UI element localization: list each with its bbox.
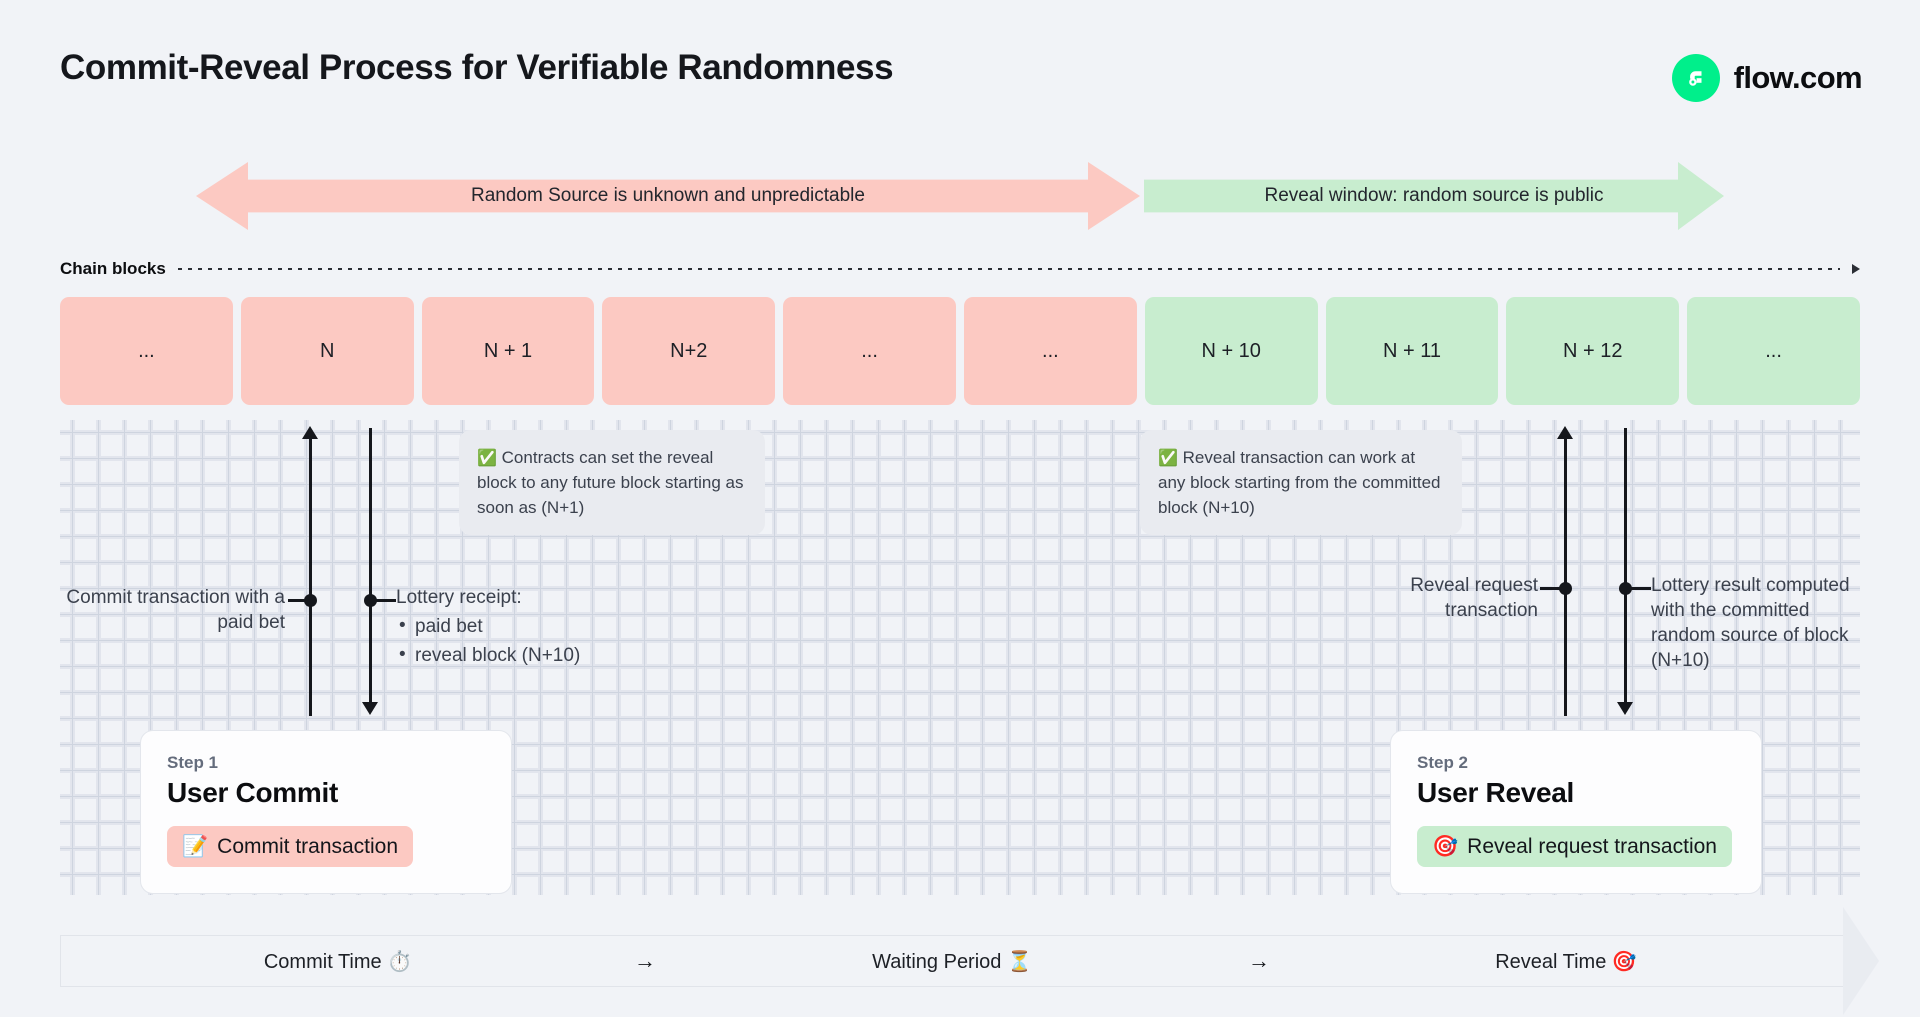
timeline-commit-time-label: Commit Time: [263, 950, 382, 973]
direct-hit-icon: 🎯: [1611, 948, 1637, 973]
annotation-reveal-request: Reveal request transaction: [1410, 575, 1538, 622]
chain-block: N: [240, 297, 414, 405]
chain-block: N + 1: [421, 297, 595, 405]
phase-reveal-label: Reveal window: random source is public: [1264, 185, 1604, 206]
lottery-result-arrowhead-icon: [1617, 702, 1633, 715]
chain-block: N + 12: [1506, 297, 1680, 405]
chain-dotted-line: [177, 268, 1840, 270]
chain-block-label: ...: [861, 339, 878, 362]
commit-tx-arrowhead-icon: [302, 426, 318, 439]
brand-logo: flow.com: [1671, 54, 1863, 102]
chain-block-label: ...: [1042, 339, 1059, 362]
timeline-cell-commit-time: Commit Time ⏱️: [61, 949, 615, 974]
flow-logo-icon: [1671, 54, 1720, 102]
chain-block: ...: [783, 297, 956, 405]
note-commit-block: ✅ Contracts can set the reveal block to …: [459, 430, 765, 536]
timeline-waiting-period-label: Waiting Period: [872, 950, 1002, 973]
chain-block-label: N+2: [670, 339, 708, 362]
step-title: User Commit: [167, 777, 338, 808]
commit-tx-stub: [288, 599, 310, 602]
hourglass-icon: ⏳: [1006, 948, 1032, 973]
note-reveal-text: Reveal transaction can work at any block…: [1158, 448, 1441, 518]
annotation-commit-transaction: Commit transaction with a paid bet: [66, 587, 285, 634]
commit-transaction-pill-label: Commit transaction: [217, 834, 399, 858]
timeline-arrow-tip-icon: [1843, 907, 1879, 1015]
bottom-timeline: Commit Time ⏱️ → Waiting Period ⏳ → Reve…: [60, 935, 1844, 987]
chain-blocks-header: Chain blocks: [60, 259, 1860, 279]
page-title: Commit-Reveal Process for Verifiable Ran…: [60, 48, 894, 87]
commit-transaction-pill[interactable]: 📝 Commit transaction: [167, 826, 414, 867]
timeline-cell-waiting-period: Waiting Period ⏳: [675, 949, 1229, 974]
chain-block: ...: [963, 297, 1137, 405]
step-card-user-commit: Step 1 User Commit 📝 Commit transaction: [140, 730, 512, 894]
reveal-request-dot: [1559, 582, 1572, 595]
reveal-request-transaction-pill[interactable]: 🎯 Reveal request transaction: [1417, 826, 1732, 867]
chain-block: ...: [60, 297, 233, 405]
phase-reveal-arrow: Reveal window: random source is public: [1144, 162, 1724, 230]
phase-unknown-label: Random Source is unknown and unpredictab…: [471, 185, 865, 206]
lottery-result-line: [1624, 428, 1627, 706]
note-reveal-block: ✅ Reveal transaction can work at any blo…: [1140, 430, 1462, 536]
timeline-separator-2: →: [1248, 948, 1270, 973]
chain-block: N+2: [602, 297, 776, 405]
chain-block-label: N + 1: [483, 339, 533, 362]
chain-block-label: N + 11: [1382, 339, 1441, 362]
chain-block-label: ...: [138, 339, 155, 362]
chain-block-label: N + 12: [1563, 339, 1623, 362]
chain-blocks-label: Chain blocks: [60, 259, 166, 278]
annotation-lottery-result: Lottery result computed with the committ…: [1651, 575, 1850, 672]
chain-block: N + 10: [1144, 297, 1318, 405]
commit-tx-line: [309, 438, 312, 716]
stopwatch-icon: ⏱️: [387, 948, 413, 973]
timeline-separator-1: →: [634, 948, 656, 973]
step-label: Step 2: [1417, 753, 1469, 772]
reveal-request-arrowhead-icon: [1557, 426, 1573, 439]
reveal-request-line: [1564, 438, 1567, 716]
step-label: Step 1: [167, 753, 219, 772]
chain-block: N + 11: [1325, 297, 1499, 405]
lottery-receipt-list: paid bet reveal block (N+10): [396, 613, 696, 668]
commit-tx-dot: [304, 594, 317, 607]
lottery-receipt-arrowhead-icon: [362, 702, 378, 715]
check-mark-icon: ✅: [477, 448, 497, 467]
list-item: reveal block (N+10): [396, 642, 696, 668]
reveal-request-transaction-pill-label: Reveal request transaction: [1467, 834, 1717, 858]
note-commit-text: Contracts can set the reveal block to an…: [477, 448, 744, 518]
timeline-reveal-time-label: Reveal Time: [1495, 950, 1607, 973]
chain-block-label: N + 10: [1201, 339, 1261, 362]
brand-name: flow.com: [1733, 60, 1863, 95]
check-mark-icon: ✅: [1158, 448, 1178, 467]
chain-block-label: ...: [1765, 339, 1782, 362]
list-item: paid bet: [396, 613, 696, 639]
step-card-user-reveal: Step 2 User Reveal 🎯 Reveal request tran…: [1390, 730, 1762, 894]
phase-band: Random Source is unknown and unpredictab…: [0, 162, 1920, 230]
lottery-receipt-line: [369, 428, 372, 706]
chain-arrow-icon: [1852, 264, 1860, 274]
lottery-receipt-title: Lottery receipt:: [396, 587, 522, 608]
chain-block-label: N: [319, 339, 335, 362]
reveal-request-stub: [1540, 587, 1564, 590]
chain-block: ...: [1687, 297, 1860, 405]
lottery-result-dot: [1619, 582, 1632, 595]
direct-hit-icon: 🎯: [1432, 834, 1459, 858]
step-title: User Reveal: [1417, 777, 1575, 808]
lottery-receipt-dot: [364, 594, 377, 607]
phase-unknown-arrow: Random Source is unknown and unpredictab…: [196, 162, 1140, 230]
memo-icon: 📝: [182, 834, 209, 858]
lottery-result-stub: [1627, 587, 1651, 590]
chain-blocks-row: ... N N + 1 N+2 ... ... N + 10 N + 11 N …: [60, 297, 1860, 405]
annotation-lottery-receipt: Lottery receipt: paid bet reveal block (…: [396, 585, 696, 668]
lottery-receipt-stub: [372, 599, 396, 602]
timeline-cell-reveal-time: Reveal Time 🎯: [1289, 949, 1843, 974]
